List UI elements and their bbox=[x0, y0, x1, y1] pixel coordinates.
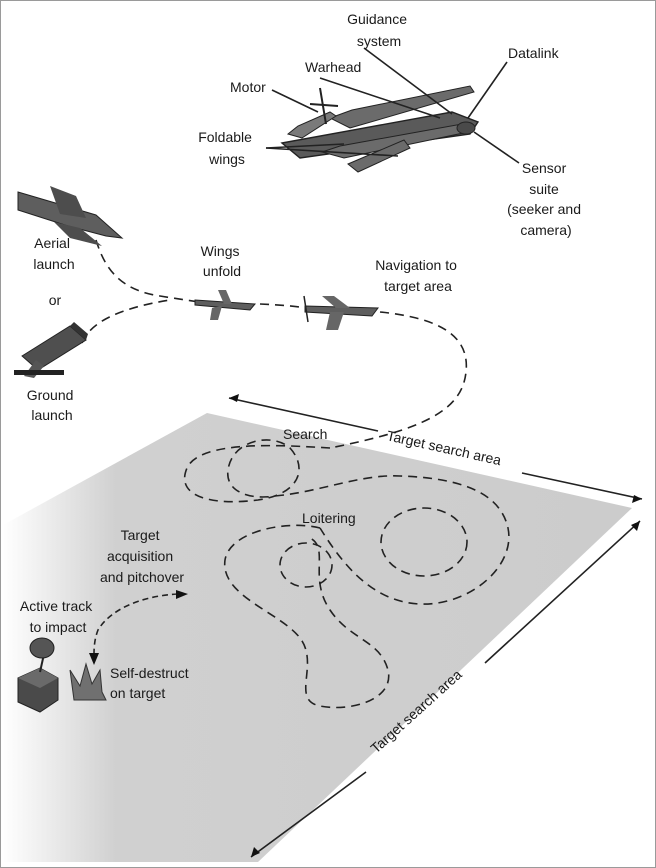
approach-path bbox=[329, 311, 468, 449]
navigation-path bbox=[259, 303, 307, 309]
label-motor: Motor bbox=[230, 79, 266, 95]
label-search: Search bbox=[283, 426, 327, 442]
radar-target-icon bbox=[17, 637, 59, 713]
navigating-munition-icon bbox=[303, 295, 379, 330]
aerial-launch-path bbox=[95, 239, 206, 304]
search-area-dimension-top bbox=[228, 394, 643, 503]
ground-launcher-icon bbox=[14, 322, 88, 378]
loitering-munition-icon bbox=[280, 85, 480, 173]
label-guidance-system: Guidance system bbox=[347, 11, 411, 49]
target-acquisition-path bbox=[93, 593, 179, 656]
label-navigation: Navigation to target area bbox=[375, 257, 461, 294]
search-area-dimension-right bbox=[250, 520, 641, 858]
label-target-acquisition: Target acquisition and pitchover bbox=[100, 527, 184, 585]
search-pattern bbox=[184, 439, 510, 605]
target-search-plane bbox=[3, 413, 632, 862]
label-loitering: Loitering bbox=[302, 510, 356, 526]
label-self-destruct: Self-destruct on target bbox=[110, 665, 192, 701]
label-aerial-launch: Aerial launch bbox=[33, 235, 74, 272]
label-foldable-wings: Foldable wings bbox=[198, 129, 256, 167]
label-wings-unfold: Wings unfold bbox=[201, 243, 244, 279]
loitering-pattern bbox=[224, 524, 390, 709]
label-datalink: Datalink bbox=[508, 45, 560, 61]
unfolding-munition-icon bbox=[194, 290, 257, 320]
label-sensor-suite: Sensor suite (seeker and camera) bbox=[507, 160, 585, 238]
label-ground-launch: Ground launch bbox=[27, 387, 78, 423]
label-warhead: Warhead bbox=[305, 59, 361, 75]
label-active-track: Active track to impact bbox=[20, 598, 96, 635]
fighter-jet-icon bbox=[17, 186, 124, 246]
explosion-icon bbox=[69, 662, 107, 701]
impact-arrowhead bbox=[89, 653, 99, 665]
ground-launch-path bbox=[81, 299, 171, 344]
munition-leaders bbox=[265, 47, 520, 164]
label-or: or bbox=[49, 292, 62, 308]
acquisition-arrowhead bbox=[176, 590, 188, 599]
